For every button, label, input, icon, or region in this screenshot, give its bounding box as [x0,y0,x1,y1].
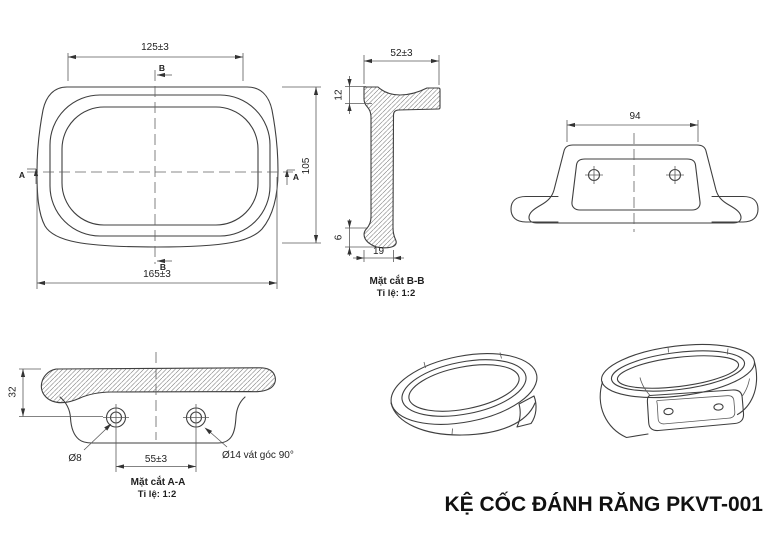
front-wing-right [711,195,759,223]
iso-top-mold-lines [423,352,502,435]
iso-bottom-rim-inner [616,355,740,389]
dim-105: 105 [282,86,321,244]
iso-top-rim-inner [408,364,520,412]
front-body-profile [528,144,742,224]
dim-55: 55±3 [115,431,197,472]
section-aa-view: 32 55±3 Ø8 Ø14 vát góc 90° Mặt cắt A-A T… [8,352,294,500]
section-mark-b-bottom: B [157,258,172,272]
section-aa-rim-profile [40,367,276,404]
section-mark-b-top: B [157,63,172,78]
iso-bottom-hole-left [663,407,674,416]
dim-12-label: 12 [334,89,345,101]
iso-view-bottom [599,343,758,439]
dim-94: 94 [566,111,699,142]
dim-105-label: 105 [301,157,312,174]
section-mark-a-left: A [19,168,39,184]
front-hole-right [666,166,684,184]
dim-52: 52±3 [363,48,440,85]
dim-12: 12 [334,76,372,114]
callout-hole-8-label: Ø8 [68,453,82,464]
iso-top-foot [516,395,537,428]
callout-hole-14-label: Ø14 vát góc 90° [222,450,294,461]
section-bb-profile [363,86,441,249]
front-wing-left [510,195,559,223]
dim-55-label: 55±3 [145,454,168,465]
section-aa-caption: Mặt cắt A-A [131,475,186,488]
dim-125-label: 125±3 [141,42,169,53]
plan-outer-profile [36,86,279,248]
iso-bottom-plate [646,389,745,432]
iso-bottom-rim-middle [610,350,746,392]
plan-view: 125±3 165±3 105 A [19,42,321,289]
iso-top-rim-middle [401,359,527,417]
section-bb-scale: Tỉ lệ: 1:2 [377,288,416,299]
dim-6: 6 [334,219,375,256]
callout-hole-8: Ø8 [68,423,112,464]
dim-19: 19 [353,246,404,262]
dim-125: 125±3 [67,42,244,81]
section-letter-b: B [160,262,166,272]
iso-view-top [390,352,538,436]
callout-hole-14: Ø14 vát góc 90° [204,427,294,461]
iso-bottom-hole-right [713,403,724,411]
section-aa-bracket-profile [59,396,246,444]
dim-165-label: 165±3 [143,269,171,280]
section-bb-view: 52±3 12 6 19 Mặt cắt B- [334,48,441,299]
section-letter-a: A [19,170,25,180]
dim-6-label: 6 [334,234,345,240]
front-mount-panel [571,158,701,211]
section-letter-b: B [159,63,165,73]
iso-bottom-plate-inset [656,395,736,425]
dim-165: 165±3 [36,177,278,289]
section-letter-a: A [293,172,299,182]
section-aa-scale: Tỉ lệ: 1:2 [138,489,177,500]
plan-rim-inner [61,106,259,226]
iso-bottom-band-left [599,381,649,439]
section-aa-hole-left [103,404,129,431]
section-bb-caption: Mặt cắt B-B [369,274,424,287]
front-view: 94 [510,111,759,232]
drawing-title: KỆ CỐC ĐÁNH RĂNG PKVT-001 [444,492,763,516]
dim-94-label: 94 [629,111,641,122]
plan-rim-middle [49,94,271,237]
iso-bottom-connectors [639,346,750,397]
dim-32-label: 32 [8,386,19,398]
section-mark-a-right: A [284,169,299,185]
dim-32: 32 [8,368,103,417]
dim-19-label: 19 [373,246,385,257]
front-hole-left [585,166,603,184]
dim-52-label: 52±3 [390,48,413,59]
iso-top-band [390,402,536,436]
section-aa-hole-right [183,404,209,431]
